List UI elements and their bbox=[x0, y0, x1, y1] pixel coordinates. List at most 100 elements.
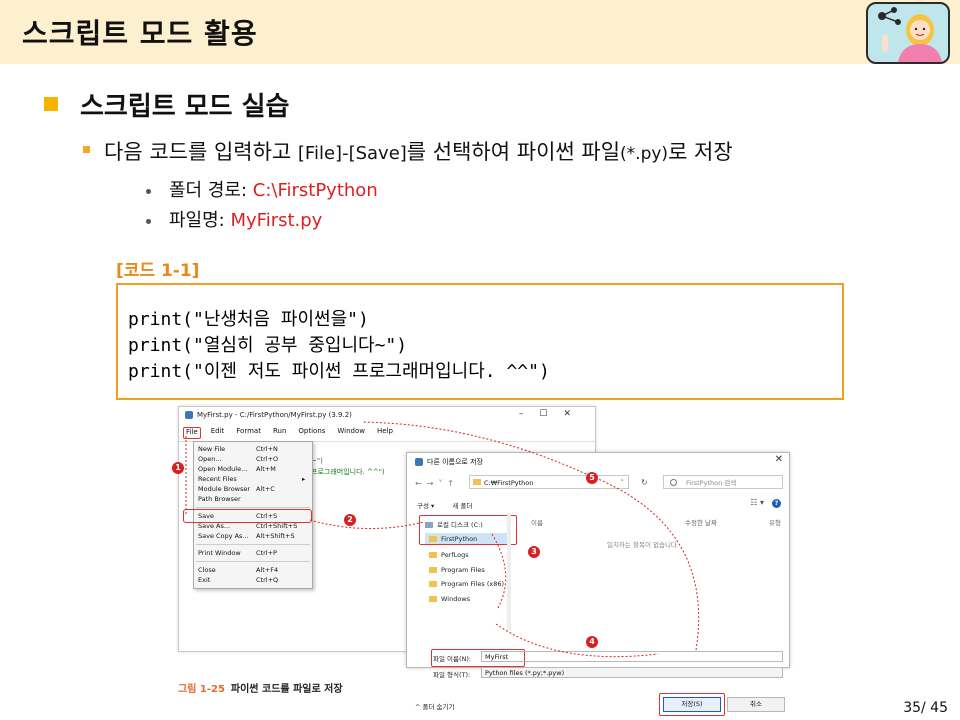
folder-icon bbox=[473, 479, 481, 485]
selected-folder-bg bbox=[425, 533, 509, 545]
menu-file[interactable]: File bbox=[183, 427, 201, 439]
column-type[interactable]: 유형 bbox=[769, 519, 781, 527]
nav-item-firstpython[interactable]: FirstPython bbox=[429, 535, 477, 543]
menu-window[interactable]: Window bbox=[337, 427, 366, 435]
filetype-label: 파일 형식(T): bbox=[433, 671, 471, 679]
folder-icon bbox=[429, 567, 437, 573]
empty-message: 일치하는 항목이 없습니다. bbox=[607, 541, 679, 549]
code-line: print("난생처음 파이썬을") bbox=[128, 309, 369, 330]
nav-scrollbar[interactable] bbox=[507, 513, 511, 631]
python-icon bbox=[185, 411, 193, 419]
nav-item-perflogs[interactable]: PerfLogs bbox=[429, 551, 469, 559]
menu-separator bbox=[196, 507, 310, 508]
nav-item-local-disk[interactable]: 로컬 디스크 (C:) bbox=[425, 519, 483, 529]
menu-help[interactable]: Help bbox=[377, 427, 393, 435]
save-highlight bbox=[183, 509, 312, 523]
dialog-toolbar: 구성 ▾ 새 폴더 bbox=[417, 500, 488, 510]
idle-window-title: MyFirst.py - C:/FirstPython/MyFirst.py (… bbox=[185, 411, 352, 419]
code-fragment: ~") bbox=[311, 457, 323, 465]
menu-item-open-module[interactable]: Open Module...Alt+M bbox=[198, 465, 276, 473]
folder-icon bbox=[429, 552, 437, 558]
save-button-highlight bbox=[659, 693, 725, 716]
menu-item-save-as[interactable]: Save As...Ctrl+Shift+S bbox=[198, 522, 298, 530]
nav-item-program-files-x86[interactable]: Program Files (x86) bbox=[429, 580, 504, 588]
close-icon[interactable]: ✕ bbox=[774, 454, 783, 465]
search-input[interactable]: FirstPython 검색 bbox=[663, 475, 783, 489]
step-badge: 4 bbox=[586, 636, 598, 648]
code-line: print("이젠 저도 파이썬 프로그래머입니다. ^^") bbox=[128, 361, 550, 382]
section-heading: 스크립트 모드 실습 bbox=[80, 92, 290, 122]
filename-label: 파일 이름(N): bbox=[433, 655, 472, 663]
drive-icon bbox=[425, 522, 433, 528]
nav-arrows[interactable]: ←→˅↑ bbox=[415, 479, 460, 488]
bullet-dot bbox=[146, 188, 151, 194]
heading-bullet bbox=[44, 97, 58, 111]
nav-item-windows[interactable]: Windows bbox=[429, 595, 470, 603]
figure-save-steps: MyFirst.py - C:/FirstPython/MyFirst.py (… bbox=[172, 404, 792, 716]
save-button[interactable]: 저장(S) bbox=[663, 697, 721, 712]
file-name-item: 파일명: MyFirst.py bbox=[146, 206, 322, 232]
chevron-down-icon[interactable]: ˅ bbox=[620, 479, 625, 487]
step-badge: 5 bbox=[586, 472, 598, 484]
menu-item-save-copy-as[interactable]: Save Copy As...Alt+Shift+S bbox=[198, 532, 295, 540]
bullet-dot bbox=[146, 218, 151, 224]
step-badge: 3 bbox=[528, 546, 540, 558]
nav-item-program-files[interactable]: Program Files bbox=[429, 566, 485, 574]
navigation-pane: 로컬 디스크 (C:) FirstPython PerfLogs Program… bbox=[413, 513, 517, 637]
hide-folders-toggle[interactable]: ^ 폴더 숨기기 bbox=[415, 703, 455, 711]
code-line: print("열심히 공부 중입니다~") bbox=[128, 335, 408, 356]
page-number: 35/ 45 bbox=[903, 700, 948, 716]
filename-input[interactable]: MyFirst bbox=[481, 651, 783, 662]
organize-button[interactable]: 구성 ▾ bbox=[417, 502, 435, 510]
code-caption: [코드 1-1] bbox=[116, 261, 200, 281]
column-date[interactable]: 수정한 날짜 bbox=[685, 519, 717, 527]
menu-separator bbox=[196, 544, 310, 545]
address-bar[interactable]: C:₩FirstPython ˅ bbox=[469, 475, 629, 489]
instruction-bullet bbox=[83, 146, 90, 153]
step-badge: 1 bbox=[172, 462, 184, 474]
menu-edit[interactable]: Edit bbox=[210, 427, 225, 435]
cancel-button[interactable]: 취소 bbox=[727, 697, 785, 712]
filename-highlight bbox=[431, 649, 525, 667]
title-bar: 스크립트 모드 활용 bbox=[0, 0, 960, 64]
folder-path-item: 폴더 경로: C:\FirstPython bbox=[146, 176, 378, 202]
column-name[interactable]: 이름 bbox=[531, 519, 543, 527]
folder-icon bbox=[429, 581, 437, 587]
menu-options[interactable]: Options bbox=[298, 427, 326, 435]
menu-item-recent-files[interactable]: Recent Files▸ bbox=[198, 475, 306, 483]
view-options[interactable]: ☷ ▾? bbox=[750, 498, 781, 508]
menu-run[interactable]: Run bbox=[272, 427, 287, 435]
filetype-select[interactable]: Python files (*.py;*.pyw) bbox=[481, 667, 783, 678]
code-block: print("난생처음 파이썬을") print("열심히 공부 중입니다~")… bbox=[116, 283, 844, 400]
window-controls[interactable]: –☐✕ bbox=[518, 409, 587, 419]
search-icon bbox=[670, 479, 677, 486]
refresh-icon[interactable]: ↻ bbox=[641, 478, 648, 487]
slide-title: 스크립트 모드 활용 bbox=[22, 17, 258, 50]
step-arrows bbox=[185, 421, 700, 658]
dialog-title: 다른 이름으로 저장 bbox=[415, 457, 483, 467]
menu-separator bbox=[196, 561, 310, 562]
folder-highlight bbox=[419, 515, 517, 545]
python-icon bbox=[415, 458, 423, 466]
instruction-text: 다음 코드를 입력하고 [File]-[Save]를 선택하여 파이썬 파일(*… bbox=[104, 140, 733, 164]
menu-item-path-browser[interactable]: Path Browser bbox=[198, 495, 241, 503]
help-icon[interactable]: ? bbox=[772, 499, 781, 508]
menu-item-open[interactable]: Open...Ctrl+O bbox=[198, 455, 279, 463]
presenter-illustration bbox=[866, 2, 950, 64]
save-as-dialog: 다른 이름으로 저장 ✕ ←→˅↑ C:₩FirstPython ˅ ↻ Fir… bbox=[406, 452, 790, 716]
code-fragment: 프로그래머입니다. ^^") bbox=[311, 468, 385, 476]
new-folder-button[interactable]: 새 폴더 bbox=[452, 502, 473, 510]
folder-icon bbox=[429, 596, 437, 602]
folder-icon bbox=[429, 536, 437, 542]
step-badge: 2 bbox=[344, 514, 356, 526]
idle-menubar: File Edit Format Run Options Window Help bbox=[183, 427, 395, 439]
menu-format[interactable]: Format bbox=[236, 427, 261, 435]
